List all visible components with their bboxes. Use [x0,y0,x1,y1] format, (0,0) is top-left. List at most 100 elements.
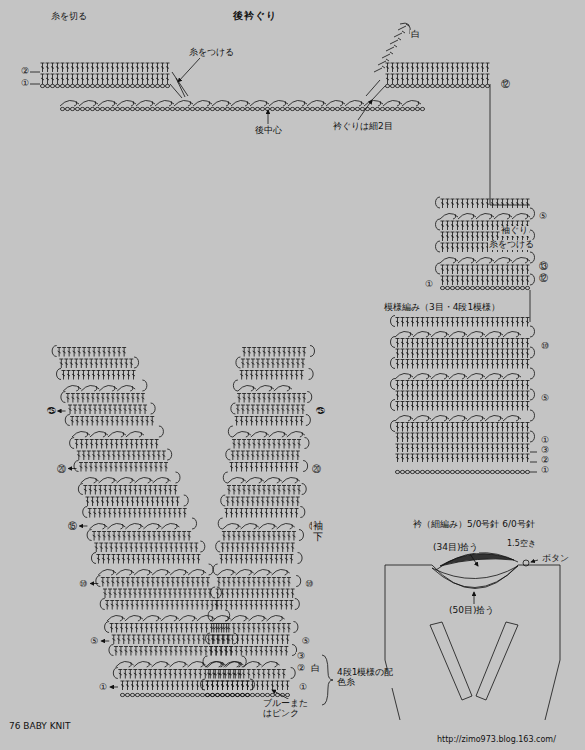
chain-stitch [510,470,514,473]
chain-stitch [445,286,449,289]
chain-stitch [165,107,169,110]
note-label: 糸をつける [488,240,535,250]
chain-stitch [395,84,399,87]
stitch-row [396,444,530,452]
chain-stitch [390,107,394,110]
row-number: ⑩ [78,580,88,590]
stitch-row [235,417,304,426]
chain-stitch [505,470,509,473]
turning-chain [436,241,441,252]
chain-stitch [200,693,204,696]
shell-row [107,615,215,621]
chain-stitch [250,693,254,696]
stitch-row [41,74,170,84]
chain-stitch [425,84,429,87]
chain-stitch [410,107,414,110]
shell-row [395,415,521,421]
chain-stitch [225,107,229,110]
chain-stitch [275,107,279,110]
shell-row [213,615,285,621]
chain-stitch [260,693,264,696]
chain-stitch [335,107,339,110]
chain-stitch [105,84,109,87]
turning-chain [296,576,301,587]
chain-stitch [70,107,74,110]
chain-stitch [205,693,209,696]
shell-row [440,257,530,263]
bracket [322,655,333,705]
chain-stitch [440,286,444,289]
chain-stitch [370,107,374,110]
chain-stitch [265,693,269,696]
chain-stitch [225,693,229,696]
note-label: 4段1模様の配色糸 [336,668,398,688]
turning-chain [530,431,535,442]
chain-stitch [205,693,209,696]
turning-chain [306,415,311,426]
chain-stitch [495,286,499,289]
shell-row [395,373,521,379]
chain-stitch [420,470,424,473]
chain-stitch [210,693,214,696]
stitch-row [232,440,301,449]
turning-chain [295,599,300,610]
row-number: ㉕ [46,407,57,417]
chain-stitch [190,693,194,696]
chain-stitch [400,107,404,110]
chain-stitch [190,107,194,110]
shell-row [440,213,530,219]
row-number: ① [20,79,30,89]
note-label: (34目)拾う [432,543,479,553]
shell-row [395,331,521,337]
chain-stitch [175,107,179,110]
stitch-row [57,348,126,357]
turning-chain [391,358,396,369]
decrease-stitch [366,80,385,100]
turning-chain [100,599,105,610]
turning-chain [226,449,231,460]
chain-stitch [455,470,459,473]
chain-stitch [485,286,489,289]
stitch-row [226,497,300,506]
turning-chain [70,438,75,449]
chain-stitch [225,693,229,696]
chain-stitch [430,470,434,473]
stitch-row [101,578,210,587]
chain-stitch [170,693,174,696]
turning-chain [391,379,396,390]
stitch-row [396,349,530,358]
chain-stitch [330,107,334,110]
turning-chain [134,357,139,368]
chain-stitch [125,693,129,696]
chain-stitch [95,107,99,110]
turning-chain [302,484,307,495]
chain-stitch [345,107,349,110]
turning-chain [105,622,110,633]
turning-chain [400,23,410,34]
stitch-row [386,74,490,84]
stitch-row [396,339,530,348]
chain-stitch [130,107,134,110]
chain-stitch [300,107,304,110]
chain-stitch [395,470,399,473]
turning-chain [61,392,66,403]
chain-stitch [470,286,474,289]
chain-stitch [135,693,139,696]
chain-stitch [240,107,244,110]
note-label: 模様編み（3目・4段1模様） [383,303,501,313]
stitch-row [396,360,530,369]
chain-stitch [455,84,459,87]
row-number: ③ [540,446,550,456]
stitch-row [396,423,530,432]
chain-stitch [470,84,474,87]
shell-row [60,100,421,106]
chain-stitch [125,107,129,110]
turning-chain [206,633,211,644]
shell-row [208,661,280,667]
chain-stitch [160,107,164,110]
leader-line [474,592,475,604]
turning-chain [231,403,236,414]
turning-chain [175,472,180,483]
chain-stitch [505,286,509,289]
stitch-row [441,265,530,274]
